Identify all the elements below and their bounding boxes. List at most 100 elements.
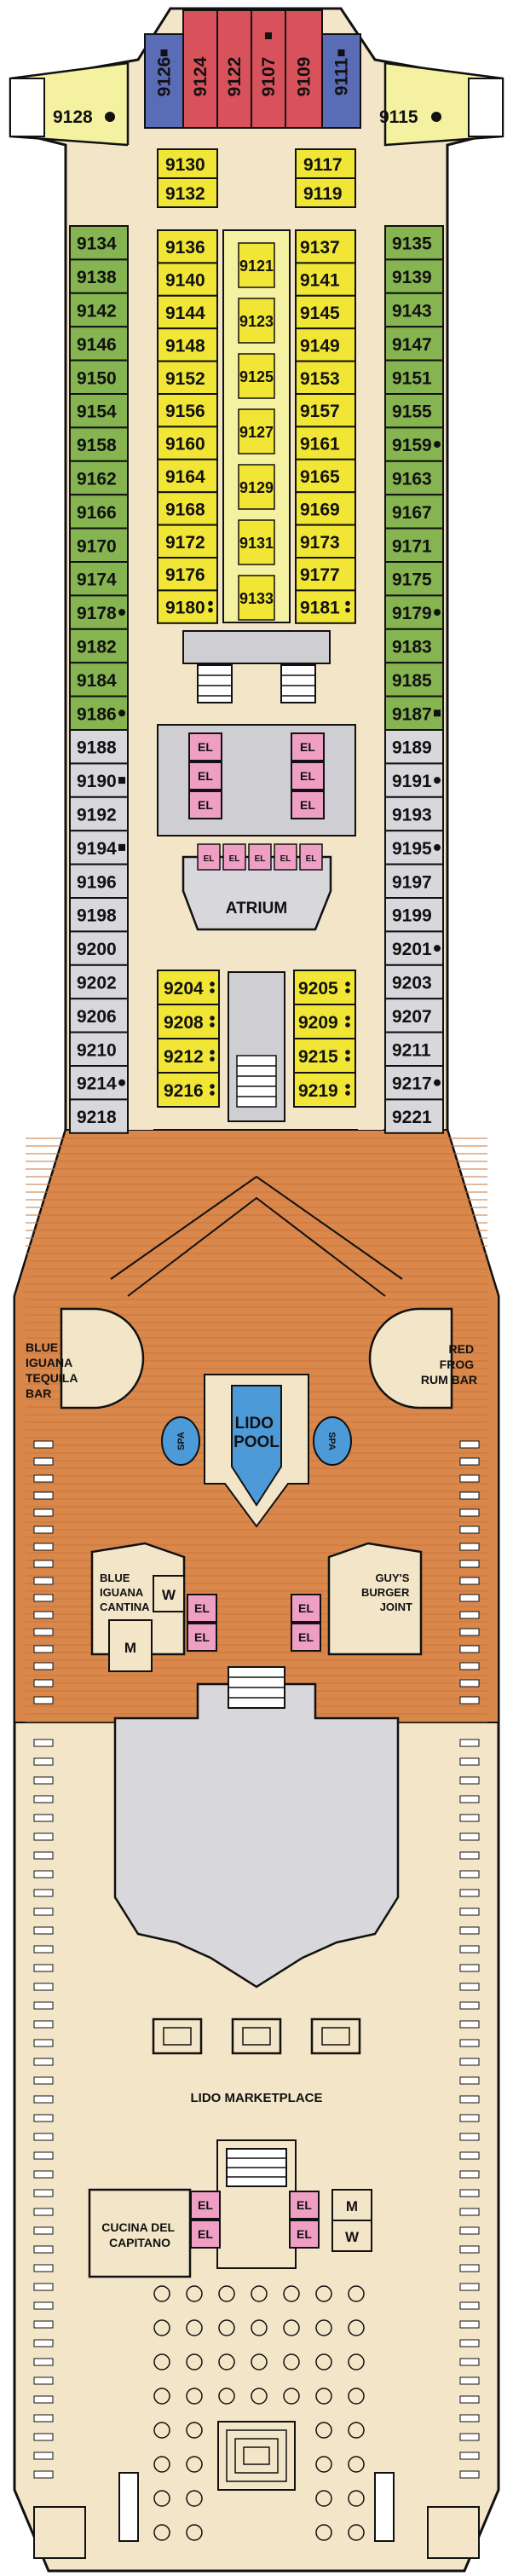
cabin-9161[interactable]: 9161 [300, 435, 340, 454]
elevator-mid-port-2[interactable] [188, 790, 222, 819]
cabin-9122-room[interactable] [216, 9, 252, 129]
cabin-9148-room[interactable] [157, 327, 218, 362]
cabin-9115[interactable]: 9115 [379, 107, 418, 127]
elevator-pool-stbd-1[interactable] [291, 1623, 321, 1652]
cabin-9205[interactable]: 9205 [298, 979, 338, 999]
cabin-9201[interactable]: 9201 [392, 940, 432, 959]
cabin-9168-room[interactable] [157, 491, 218, 526]
atrium-elevator-2[interactable] [248, 843, 272, 871]
cabin-9138[interactable]: 9138 [77, 268, 117, 287]
cabin-9178[interactable]: 9178 [77, 604, 117, 623]
cabin-9210-room[interactable] [69, 1031, 129, 1067]
cabin-9165[interactable]: 9165 [300, 467, 340, 487]
elevator-aft-stbd-0[interactable] [289, 2191, 320, 2220]
cabin-9149[interactable]: 9149 [300, 336, 340, 356]
cabin-9156-room[interactable] [157, 393, 218, 428]
cabin-9137[interactable]: 9137 [300, 238, 340, 258]
spa-left[interactable] [161, 1416, 200, 1466]
venue-atrium[interactable]: ATRIUM [226, 900, 287, 918]
cabin-9197[interactable]: 9197 [392, 872, 432, 892]
cabin-9195[interactable]: 9195 [392, 839, 432, 859]
cabin-9124-room[interactable] [182, 9, 218, 129]
cabin-9109[interactable]: 9109 [295, 57, 314, 97]
cabin-9121[interactable]: 9121 [239, 258, 274, 275]
cabin-9218-room[interactable] [69, 1098, 129, 1134]
cabin-9130-room[interactable] [157, 148, 218, 179]
cabin-9133[interactable]: 9133 [239, 590, 274, 607]
cabin-9174[interactable]: 9174 [77, 570, 117, 590]
cabin-9217[interactable]: 9217 [392, 1074, 432, 1094]
venue-lido-marketplace[interactable]: LIDO MARKETPLACE [191, 2091, 323, 2105]
cabin-9158[interactable]: 9158 [77, 436, 117, 455]
cabin-9122[interactable]: 9122 [225, 57, 245, 97]
cabin-9143[interactable]: 9143 [392, 302, 432, 321]
cabin-9208-room[interactable] [157, 1004, 220, 1039]
cabin-9194-room[interactable] [69, 830, 129, 865]
cabin-9219[interactable]: 9219 [298, 1081, 338, 1101]
cabin-9137-room[interactable] [295, 229, 356, 264]
cabin-9189[interactable]: 9189 [392, 738, 432, 758]
venue-blue-iguana-tequila-bar[interactable]: BLUE IGUANA TEQUILA BAR [26, 1340, 81, 1400]
cabin-9202-room[interactable] [69, 964, 129, 1000]
cabin-9210[interactable]: 9210 [77, 1040, 117, 1060]
cabin-9126[interactable]: 9126 [155, 57, 175, 97]
cabin-9130[interactable]: 9130 [165, 155, 205, 175]
venue-blue-iguana-cantina[interactable]: BLUE IGUANA CANTINA [100, 1572, 150, 1613]
lido-pool[interactable] [231, 1385, 282, 1507]
cabin-9152[interactable]: 9152 [165, 369, 205, 389]
cabin-9211[interactable]: 9211 [392, 1040, 431, 1060]
cabin-9183[interactable]: 9183 [392, 638, 432, 657]
cabin-9179[interactable]: 9179 [392, 604, 432, 623]
cabin-9198-room[interactable] [69, 897, 129, 933]
cabin-9208[interactable]: 9208 [164, 1013, 204, 1033]
cabin-9146[interactable]: 9146 [77, 335, 117, 355]
cabin-9159[interactable]: 9159 [392, 436, 432, 455]
cabin-9136[interactable]: 9136 [165, 238, 205, 258]
cabin-9187[interactable]: 9187 [392, 704, 432, 724]
venue-red-frog-rum-bar[interactable]: RED FROG RUM BAR [421, 1342, 477, 1386]
cabin-9180[interactable]: 9180 [165, 599, 205, 618]
elevator-mid-port-0[interactable] [188, 732, 222, 761]
cabin-9167[interactable]: 9167 [392, 503, 432, 523]
elevator-pool-port-1[interactable] [187, 1623, 217, 1652]
cabin-9157[interactable]: 9157 [300, 402, 340, 421]
cabin-9142-room[interactable] [69, 292, 129, 328]
venue-cucina-del-capitano[interactable]: CUCINA DEL CAPITANO [101, 2220, 177, 2249]
cabin-9141-room[interactable] [295, 262, 356, 297]
cabin-9192[interactable]: 9192 [77, 806, 117, 825]
cabin-9200[interactable]: 9200 [77, 940, 117, 959]
cabin-9168[interactable]: 9168 [165, 500, 205, 519]
cabin-9148[interactable]: 9148 [165, 336, 205, 356]
cabin-9151[interactable]: 9151 [392, 368, 432, 388]
cabin-9209-room[interactable] [293, 1004, 356, 1039]
cabin-9194[interactable]: 9194 [77, 839, 117, 859]
cabin-9156[interactable]: 9156 [165, 402, 205, 421]
cabin-9191[interactable]: 9191 [392, 772, 432, 791]
cabin-9150-room[interactable] [69, 359, 129, 396]
cabin-9172[interactable]: 9172 [165, 533, 205, 553]
cabin-9129[interactable]: 9129 [239, 479, 274, 496]
cabin-9119[interactable]: 9119 [303, 184, 343, 204]
cabin-9211-room[interactable] [384, 1031, 444, 1067]
cabin-9212-room[interactable] [157, 1038, 220, 1074]
cabin-9123[interactable]: 9123 [239, 313, 274, 330]
cabin-9131-room[interactable] [238, 519, 275, 565]
cabin-9107[interactable]: 9107 [259, 57, 279, 97]
cabin-9177-room[interactable] [295, 557, 356, 592]
cabin-9218[interactable]: 9218 [77, 1108, 117, 1127]
cabin-9109-room[interactable] [285, 9, 323, 129]
cabin-9143-room[interactable] [384, 292, 444, 328]
cabin-9162[interactable]: 9162 [77, 470, 117, 489]
cabin-9206[interactable]: 9206 [77, 1007, 117, 1027]
elevator-mid-stbd-1[interactable] [291, 761, 325, 790]
cabin-9188[interactable]: 9188 [77, 738, 117, 758]
cabin-9125[interactable]: 9125 [239, 368, 274, 385]
cabin-9199[interactable]: 9199 [392, 906, 432, 926]
cabin-9182[interactable]: 9182 [77, 638, 117, 657]
cabin-9207[interactable]: 9207 [392, 1007, 432, 1027]
cabin-9200-room[interactable] [69, 930, 129, 966]
cabin-9214-room[interactable] [69, 1065, 129, 1101]
cabin-9216-room[interactable] [157, 1072, 220, 1108]
cabin-9214[interactable]: 9214 [77, 1074, 117, 1094]
cabin-9173-room[interactable] [295, 524, 356, 559]
